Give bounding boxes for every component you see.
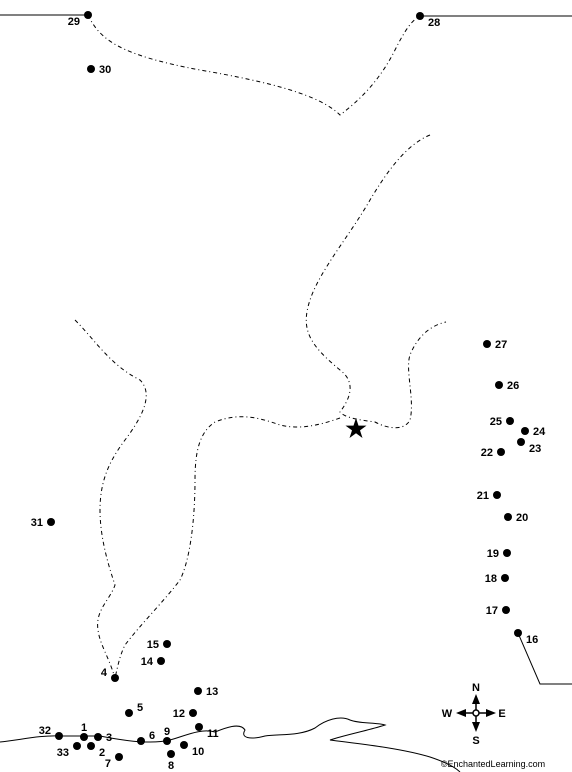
dot-6 [137, 737, 145, 745]
coastline [0, 717, 461, 772]
dot-label-20: 20 [516, 512, 528, 524]
dot-label-1: 1 [81, 722, 87, 734]
dot-17 [502, 606, 510, 614]
dot-33 [73, 742, 81, 750]
dot-25 [506, 417, 514, 425]
dot-label-3: 3 [106, 732, 112, 744]
dot-label-33: 33 [57, 747, 69, 759]
dot-13 [194, 687, 202, 695]
dot-label-26: 26 [507, 380, 519, 392]
dot-label-11: 11 [207, 728, 219, 740]
dot-label-23: 23 [529, 443, 541, 455]
dot-label-15: 15 [147, 639, 159, 651]
dot-label-30: 30 [99, 64, 111, 76]
dot-18 [501, 574, 509, 582]
dot-label-24: 24 [533, 426, 546, 438]
dot-label-22: 22 [481, 447, 493, 459]
dot-27 [483, 340, 491, 348]
dot-5 [125, 709, 133, 717]
compass-west-label: W [442, 708, 453, 720]
dot-7 [115, 753, 123, 761]
compass-rose-icon: N S W E [442, 682, 506, 747]
river-north [87, 14, 421, 116]
border-bottom-right [517, 632, 572, 685]
dot-label-8: 8 [168, 760, 174, 772]
dot-label-27: 27 [495, 339, 507, 351]
dot-label-31: 31 [31, 517, 43, 529]
compass-east-label: E [498, 708, 505, 720]
dot-label-18: 18 [485, 573, 497, 585]
dot-label-28: 28 [428, 17, 440, 29]
dot-19 [503, 549, 511, 557]
dot-23 [517, 438, 525, 446]
dot-21 [493, 491, 501, 499]
dot-2 [87, 742, 95, 750]
dot-label-16: 16 [526, 634, 538, 646]
dot-label-5: 5 [137, 702, 143, 714]
dot-label-4: 4 [101, 667, 108, 679]
dot-label-12: 12 [173, 708, 185, 720]
compass-south-label: S [472, 735, 479, 747]
dot-label-29: 29 [68, 16, 80, 28]
river-main [305, 134, 447, 429]
dot-label-6: 6 [149, 730, 155, 742]
dot-label-9: 9 [164, 726, 170, 738]
dot-28 [416, 12, 424, 20]
dot-label-25: 25 [490, 416, 502, 428]
dot-label-32: 32 [39, 725, 51, 737]
dot-31 [47, 518, 55, 526]
dot-10 [180, 741, 188, 749]
dot-12 [189, 709, 197, 717]
dot-1 [80, 733, 88, 741]
dot-label-7: 7 [105, 758, 111, 770]
dot-20 [504, 513, 512, 521]
dot-9 [163, 737, 171, 745]
dot-32 [55, 732, 63, 740]
dot-4 [111, 674, 119, 682]
dot-14 [157, 657, 165, 665]
dot-label-14: 14 [141, 656, 154, 668]
dot-29 [84, 11, 92, 19]
dot-11 [195, 723, 203, 731]
dot-label-13: 13 [206, 686, 218, 698]
star-icon [345, 418, 367, 438]
dot-22 [497, 448, 505, 456]
dot-label-10: 10 [192, 746, 204, 758]
compass-north-label: N [472, 682, 480, 694]
dot-label-17: 17 [486, 605, 498, 617]
dot-8 [167, 750, 175, 758]
dot-16 [514, 629, 522, 637]
dot-3 [94, 733, 102, 741]
river-west-branch [74, 319, 147, 679]
dot-26 [495, 381, 503, 389]
dot-label-21: 21 [477, 490, 489, 502]
dot-24 [521, 427, 529, 435]
dot-30 [87, 65, 95, 73]
dot-15 [163, 640, 171, 648]
dot-label-19: 19 [487, 548, 499, 560]
river-east-branch [114, 416, 341, 679]
credit-text: ©EnchantedLearning.com [441, 759, 545, 769]
dot-label-2: 2 [99, 747, 105, 759]
